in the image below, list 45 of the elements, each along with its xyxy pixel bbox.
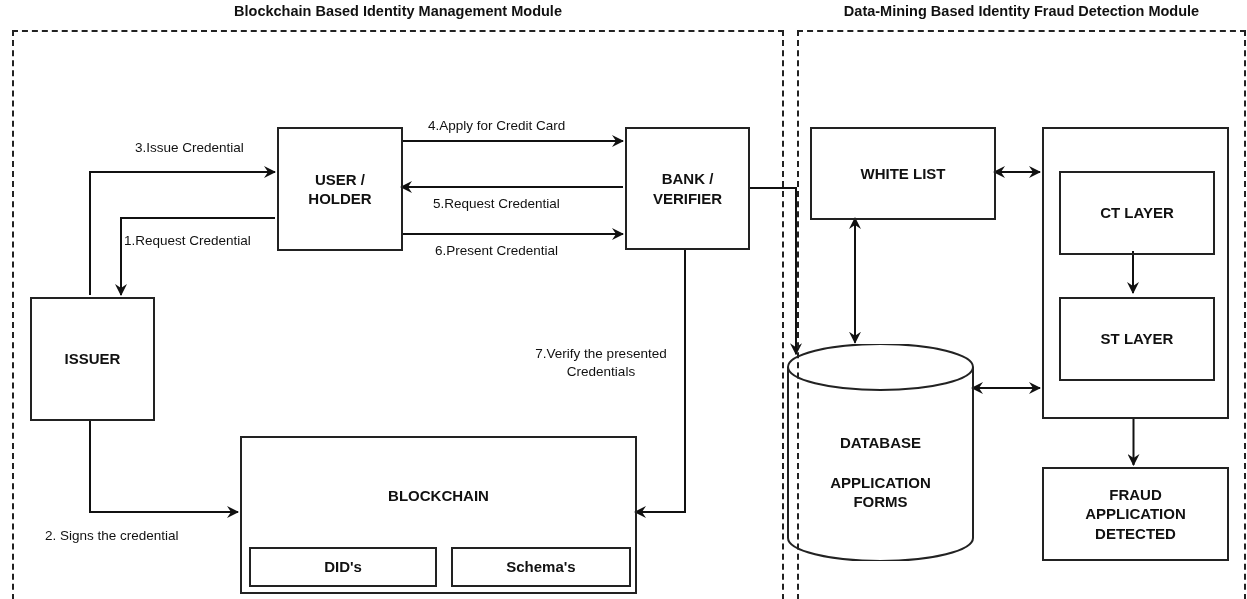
- arrow: [747, 187, 802, 356]
- box-label: Schema's: [505, 557, 577, 577]
- edge-label: 7.Verify the presented Credentials: [534, 345, 668, 381]
- edge-label: 4.Apply for Credit Card: [428, 117, 566, 135]
- box-label: DID's: [323, 557, 363, 577]
- edge-label: 2. Signs the credential: [45, 527, 179, 545]
- arrow: [971, 382, 1041, 394]
- edge-label: 6.Present Credential: [435, 242, 559, 260]
- module-title: Blockchain Based Identity Management Module: [233, 3, 563, 19]
- process-box: [30, 297, 155, 421]
- arrow: [89, 418, 239, 518]
- box-label: APPLICATION FORMS: [829, 472, 932, 512]
- arrow: [634, 247, 686, 518]
- edge-label: 3.Issue Credential: [135, 139, 244, 157]
- process-box: [1059, 297, 1215, 381]
- box-label: ST LAYER: [1099, 329, 1175, 349]
- process-box: [277, 127, 403, 251]
- process-box: [810, 127, 996, 220]
- container-box: [1042, 127, 1229, 419]
- arrow: [993, 166, 1041, 178]
- arrow: [1127, 416, 1140, 466]
- arrow: [849, 217, 861, 344]
- arrow: [1127, 250, 1139, 294]
- process-box: [1059, 171, 1215, 255]
- box-label: FRAUD APPLICATION DETECTED: [1084, 484, 1187, 544]
- box-label: ISSUER: [63, 349, 122, 369]
- process-box: [451, 547, 631, 587]
- process-box: [240, 436, 637, 594]
- process-box: [625, 127, 750, 250]
- arrow: [115, 217, 276, 296]
- box-label: BANK / VERIFIER: [651, 169, 724, 208]
- arrow: [400, 181, 624, 193]
- arrow: [89, 166, 276, 296]
- box-label: WHITE LIST: [859, 163, 947, 184]
- edge-label: 5.Request Credential: [433, 195, 560, 213]
- edge-label: 1.Request Credential: [124, 232, 251, 250]
- module-title: Data-Mining Based Identity Fraud Detection Module: [842, 3, 1201, 19]
- arrow: [400, 135, 624, 147]
- box-label: CT LAYER: [1099, 203, 1175, 223]
- arrow: [400, 228, 624, 240]
- process-box: [1042, 467, 1229, 561]
- box-label: USER / HOLDER: [307, 169, 373, 209]
- process-box: [249, 547, 437, 587]
- box-label: BLOCKCHAIN: [387, 486, 490, 506]
- box-label: DATABASE: [838, 433, 923, 453]
